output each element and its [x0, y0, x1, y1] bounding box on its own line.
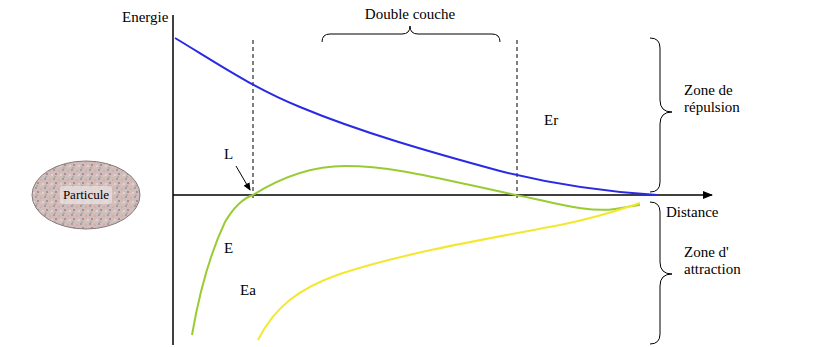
particle-outline — [32, 161, 140, 229]
leader-line — [236, 166, 250, 190]
brace — [650, 202, 672, 344]
total-curve — [192, 166, 640, 335]
label-text: E — [224, 240, 233, 257]
label-text: Ea — [240, 282, 256, 299]
label-text: L — [224, 146, 233, 163]
axis-label: Energie — [122, 9, 168, 26]
energy-axis — [172, 15, 174, 345]
region-label: Double couche — [365, 6, 455, 23]
curve-label: Er — [544, 112, 558, 129]
label-text: Distance — [666, 204, 718, 221]
label-text: Er — [544, 112, 558, 129]
curve-label: E — [224, 240, 233, 257]
repulsion-curve — [175, 38, 657, 195]
point-label: L — [224, 146, 233, 163]
brace — [650, 38, 672, 192]
label-text: Double couche — [365, 6, 455, 23]
dashed-limit — [253, 40, 254, 200]
axis-label: Distance — [666, 204, 718, 221]
label-text: Energie — [122, 9, 168, 26]
label-text: Zone d' attraction — [684, 244, 768, 279]
brace — [322, 26, 500, 42]
zone-label: Zone de répulsion — [684, 82, 768, 117]
attraction-curve — [258, 203, 640, 340]
zone-label: Zone d' attraction — [684, 244, 768, 279]
particle-circle: Particule — [31, 160, 141, 230]
text-patch — [60, 186, 112, 204]
node-text: Particule — [63, 187, 109, 203]
label-text: Zone de répulsion — [684, 82, 768, 117]
curve-label: Ea — [240, 282, 256, 299]
